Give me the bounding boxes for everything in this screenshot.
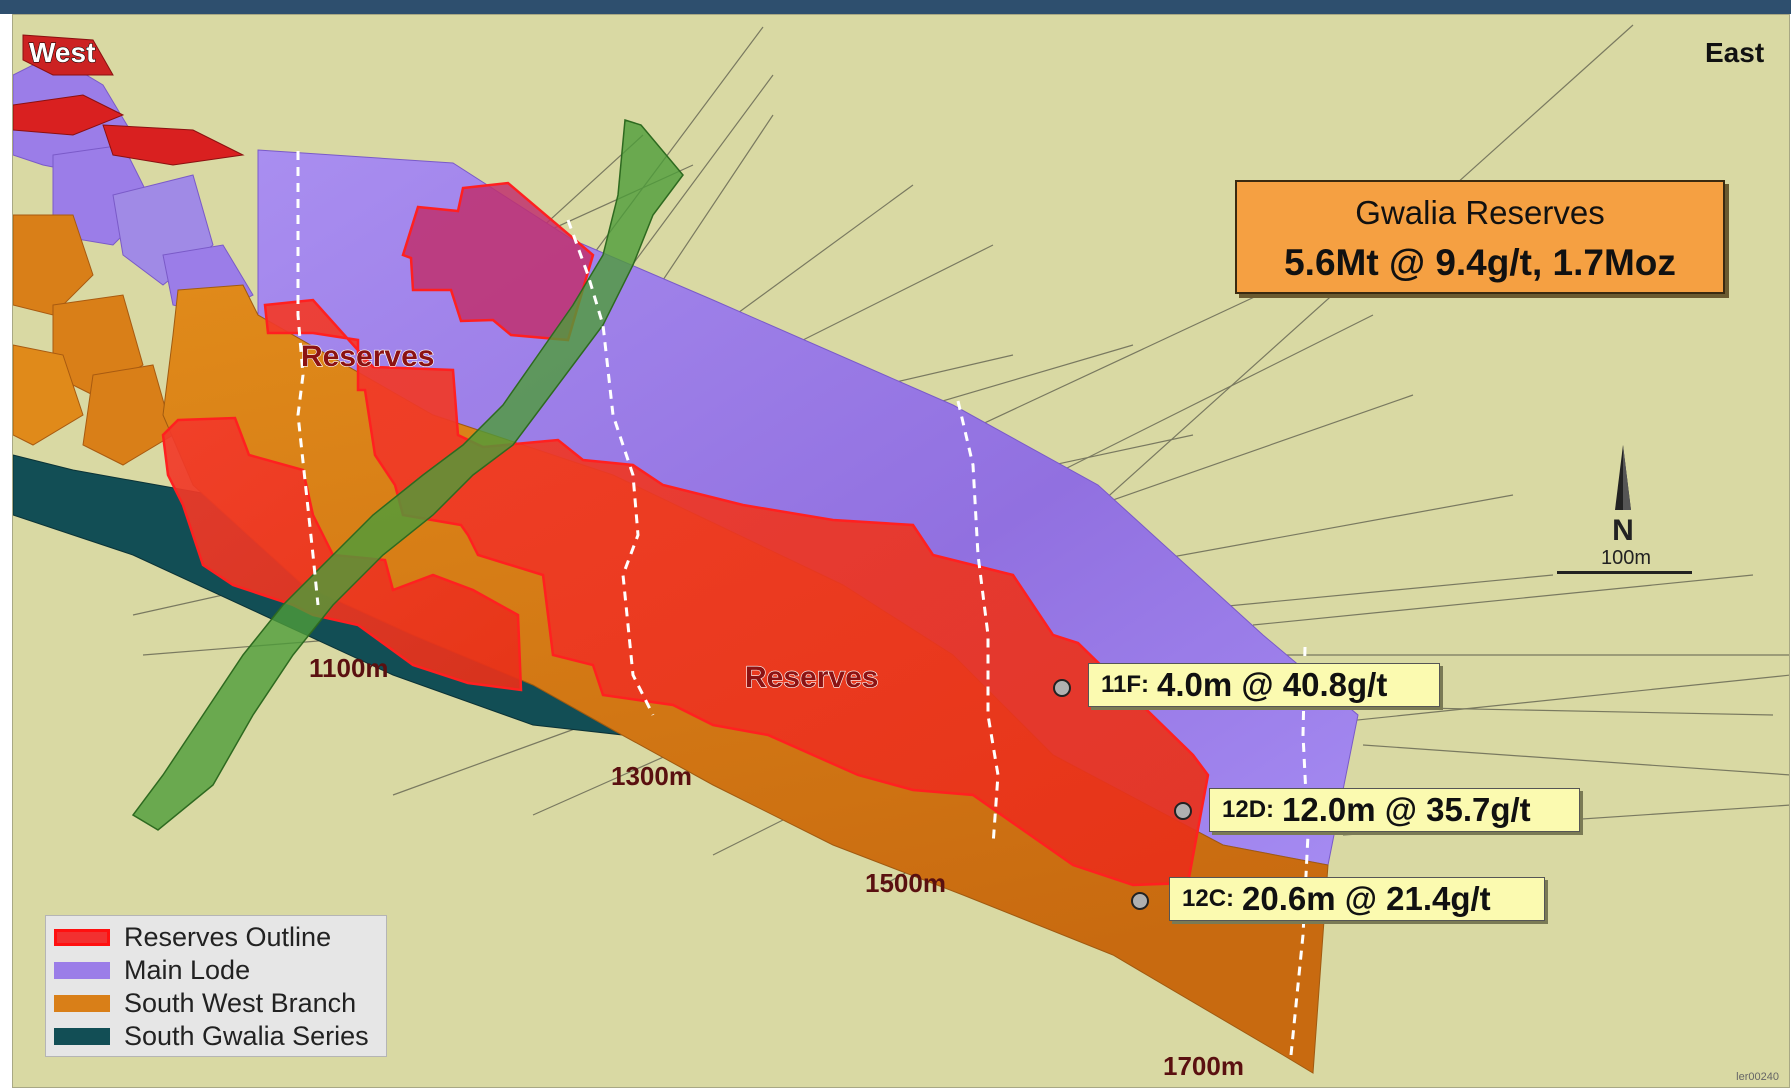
east-label: East bbox=[1705, 37, 1765, 68]
top-border-bar bbox=[0, 0, 1791, 14]
reference-code: ler00240 bbox=[1736, 1071, 1779, 1083]
intercept-value: 12.0m @ 35.7g/t bbox=[1282, 791, 1531, 828]
west-label: West bbox=[28, 37, 96, 69]
intercept-value: 20.6m @ 21.4g/t bbox=[1242, 880, 1491, 917]
red-outline-swatch bbox=[54, 929, 110, 946]
legend: Reserves Outline Main Lode South West Br… bbox=[45, 915, 387, 1057]
legend-label: South West Branch bbox=[124, 988, 357, 1018]
north-letter: N bbox=[1612, 514, 1634, 547]
legend-item-south-west-branch: South West Branch bbox=[54, 987, 378, 1020]
intercept-callout-11F: 11F: 4.0m @ 40.8g/t bbox=[1088, 663, 1440, 707]
level-label-1500m: 1500m bbox=[865, 868, 946, 898]
scale-label: 100m bbox=[1601, 547, 1652, 569]
west-stopes bbox=[13, 34, 254, 466]
hole-12D-marker bbox=[1174, 802, 1192, 820]
legend-item-south-gwalia-series: South Gwalia Series bbox=[54, 1020, 378, 1053]
hole-11F-marker bbox=[1053, 679, 1071, 697]
orange-swatch bbox=[54, 995, 110, 1012]
hole-12C-marker bbox=[1131, 892, 1149, 910]
summary-figures: 5.6Mt @ 9.4g/t, 1.7Moz bbox=[1284, 242, 1676, 283]
legend-item-main-lode: Main Lode bbox=[54, 954, 378, 987]
intercept-value: 4.0m @ 40.8g/t bbox=[1157, 666, 1388, 703]
hole-id: 12D: bbox=[1222, 796, 1275, 823]
purple-swatch bbox=[54, 962, 110, 979]
reserve-block-upper bbox=[401, 181, 595, 342]
drill-hole-markers bbox=[1053, 679, 1192, 910]
intercept-callout-12D: 12D: 12.0m @ 35.7g/t bbox=[1209, 788, 1580, 832]
north-arrow-icon: N bbox=[1612, 445, 1634, 547]
hole-id: 11F: bbox=[1101, 671, 1150, 698]
legend-label: South Gwalia Series bbox=[124, 1021, 369, 1051]
level-lines bbox=[296, 151, 1310, 1056]
reserves-label-upper: Reserves bbox=[300, 339, 435, 373]
teal-swatch bbox=[54, 1028, 110, 1045]
fault-zone bbox=[131, 119, 684, 831]
long-section-panel: West East Reserves Reserves 1100m 1300m … bbox=[12, 14, 1790, 1088]
scale-bar bbox=[1557, 571, 1692, 574]
level-label-1300m: 1300m bbox=[611, 761, 692, 791]
intercept-callout-12C: 12C: 20.6m @ 21.4g/t bbox=[1169, 877, 1545, 921]
hole-id: 12C: bbox=[1182, 885, 1235, 912]
legend-label: Reserves Outline bbox=[124, 922, 332, 952]
reserve-block-lower bbox=[161, 416, 523, 692]
legend-item-reserves-outline: Reserves Outline bbox=[54, 921, 378, 954]
reserves-summary-box: Gwalia Reserves 5.6Mt @ 9.4g/t, 1.7Moz bbox=[1235, 180, 1725, 294]
level-label-1100m: 1100m bbox=[309, 653, 389, 683]
legend-label: Main Lode bbox=[124, 955, 251, 985]
summary-title: Gwalia Reserves bbox=[1355, 194, 1605, 231]
orebody-scene bbox=[13, 24, 1789, 1074]
level-label-1700m: 1700m bbox=[1163, 1051, 1244, 1081]
reserves-label-lower: Reserves bbox=[744, 660, 879, 694]
